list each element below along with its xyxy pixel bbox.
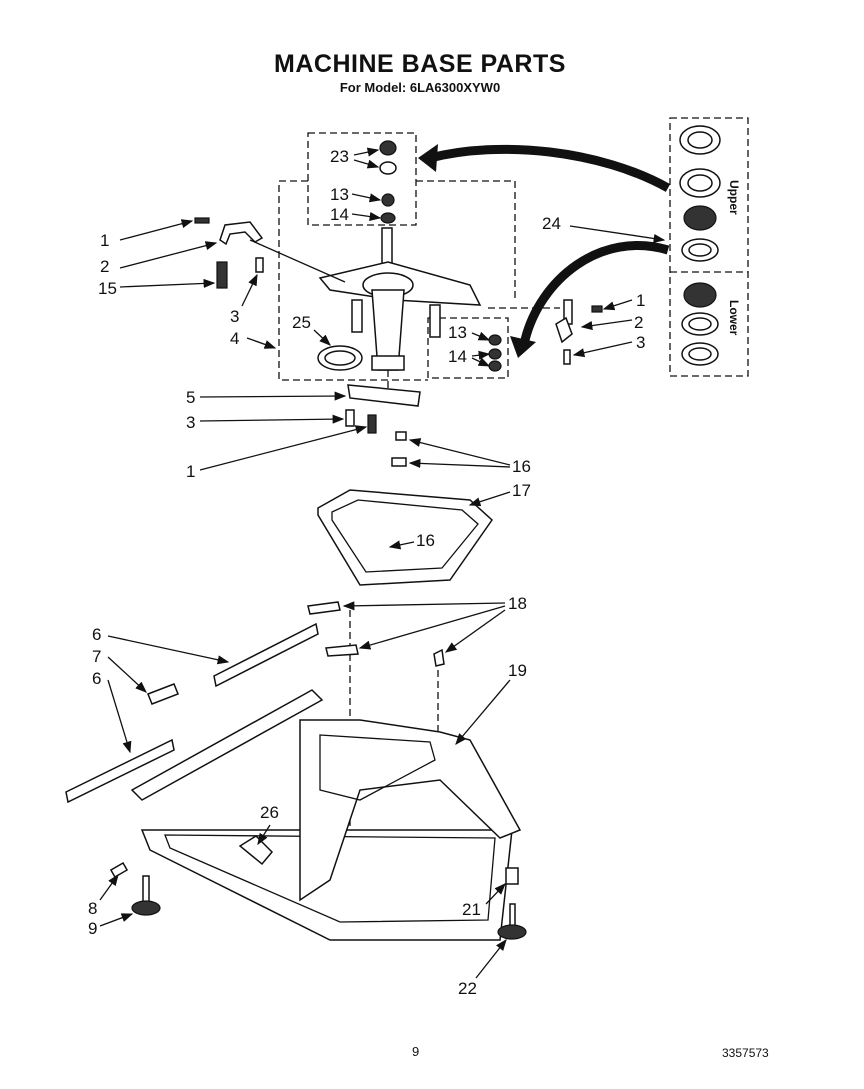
callout-4: 4 <box>230 329 239 348</box>
page-number: 9 <box>412 1044 420 1059</box>
callout-19: 19 <box>508 661 527 680</box>
callout-2-right: 2 <box>634 313 643 332</box>
base-frame-19 <box>130 689 522 941</box>
box-right-assembly <box>427 317 509 379</box>
mount-spider-assembly <box>249 227 482 371</box>
callout-1: 1 <box>100 231 109 250</box>
box-main-assembly <box>278 180 428 381</box>
callout-3: 3 <box>230 307 239 326</box>
callout-3-right: 3 <box>636 333 645 352</box>
callout-21: 21 <box>462 900 481 919</box>
leveling-feet <box>109 862 527 940</box>
clip-26 <box>238 835 274 866</box>
callout-7: 7 <box>92 647 101 666</box>
callout-23: 23 <box>330 147 349 166</box>
callout-labels: 1 2 15 3 4 25 23 13 14 24 1 2 13 14 3 5 … <box>88 147 645 998</box>
callout-15: 15 <box>98 279 117 298</box>
callout-24: 24 <box>542 214 561 233</box>
lower-kit-parts <box>681 282 719 366</box>
callout-18: 18 <box>508 594 527 613</box>
callout-25: 25 <box>292 313 311 332</box>
callout-13-right: 13 <box>448 323 467 342</box>
inset-box <box>669 117 749 377</box>
doc-number: 3357573 <box>722 1046 769 1060</box>
callout-1-lower: 1 <box>186 462 195 481</box>
leader-arrows <box>99 147 666 979</box>
callout-14: 14 <box>330 205 349 224</box>
upper-kit-parts <box>679 125 721 262</box>
lower-kit-arrow <box>520 241 670 342</box>
upper-label: Upper <box>727 180 741 215</box>
box-top-assembly <box>307 132 417 226</box>
left-clip-parts <box>194 217 264 289</box>
callout-17: 17 <box>512 481 531 500</box>
lower-label: Lower <box>727 300 741 336</box>
upper-kit-arrowhead <box>418 144 438 172</box>
right-clip-parts <box>555 299 603 365</box>
callout-13: 13 <box>330 185 349 204</box>
upper-kit-arrow <box>428 144 671 192</box>
callout-8: 8 <box>88 899 97 918</box>
rail-6-lower <box>65 738 175 804</box>
callout-6: 6 <box>92 625 101 644</box>
callout-9: 9 <box>88 919 97 938</box>
clip-7 <box>147 683 179 705</box>
callout-22: 22 <box>458 979 477 998</box>
callout-14-right: 14 <box>448 347 467 366</box>
callout-1-right: 1 <box>636 291 645 310</box>
callout-3-lower: 3 <box>186 413 195 432</box>
spacers-18 <box>307 601 445 667</box>
callout-16-lower: 16 <box>416 531 435 550</box>
page-title: MACHINE BASE PARTS <box>274 50 566 78</box>
top-stack-parts <box>379 140 397 224</box>
callout-2: 2 <box>100 257 109 276</box>
model-subtitle: For Model: 6LA6300XYW0 <box>339 80 501 95</box>
rail-6-upper <box>213 622 319 688</box>
callout-6-lower: 6 <box>92 669 101 688</box>
callout-26: 26 <box>260 803 279 822</box>
lower-kit-arrowhead <box>510 336 536 358</box>
callout-5: 5 <box>186 388 195 407</box>
bottom-clip-parts <box>345 384 421 434</box>
right-stack-parts <box>488 334 502 372</box>
box-main-assembly-right <box>416 180 516 300</box>
callout-16: 16 <box>512 457 531 476</box>
plate-17 <box>317 489 493 586</box>
